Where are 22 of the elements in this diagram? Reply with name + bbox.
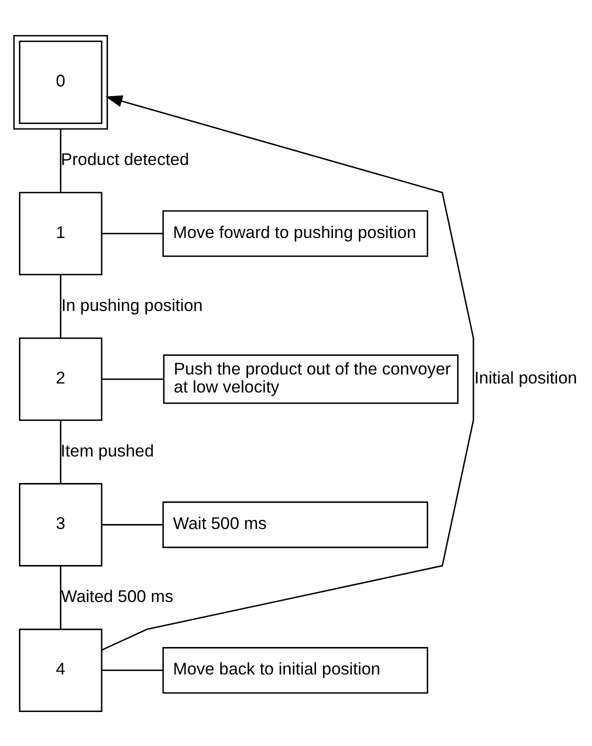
edge-label: Initial position — [474, 368, 578, 388]
connector — [60, 274, 62, 338]
node-box: 4 — [18, 628, 102, 712]
connector — [102, 378, 164, 380]
edge-label: Product detected — [60, 150, 190, 169]
node-box: 1 — [18, 191, 102, 275]
edge-label: Item pushed — [60, 440, 154, 460]
connector — [102, 524, 163, 525]
node-box: 2 — [18, 336, 102, 420]
connector — [102, 669, 163, 671]
node-box: Wait 500 ms — [162, 500, 428, 548]
connector — [60, 128, 62, 192]
node-box: 3 — [18, 482, 102, 566]
node-box: 0 — [13, 34, 108, 130]
connector — [60, 565, 62, 628]
arrow — [101, 94, 474, 650]
node-box: Push the product out of the convoyer at low velocity — [163, 354, 459, 404]
node-box: Move foward to pushing position — [162, 210, 428, 256]
node-box: Move back to initial position — [162, 646, 428, 694]
edge-label: In pushing position — [61, 295, 203, 314]
connector — [102, 232, 163, 234]
connector — [60, 420, 62, 483]
